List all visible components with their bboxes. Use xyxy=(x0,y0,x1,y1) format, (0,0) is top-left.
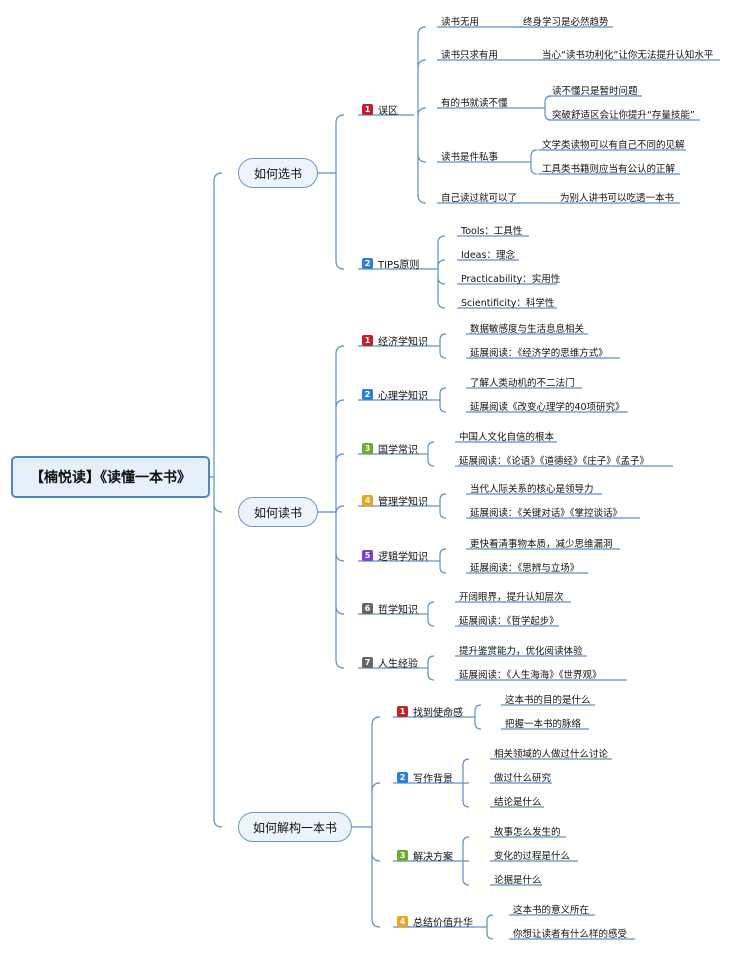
leaf-node[interactable]: Ideas：理念 xyxy=(461,250,515,261)
leaf-node[interactable]: 文学类读物可以有自己不同的见解 xyxy=(542,140,685,151)
leaf-node[interactable]: 开阔眼界，提升认知层次 xyxy=(459,592,564,603)
leaf-node[interactable]: 你想让读者有什么样的感受 xyxy=(513,929,628,940)
leaf-node[interactable]: 结论是什么 xyxy=(494,797,542,808)
subtopic-label: 逻辑学知识 xyxy=(378,551,428,563)
priority-4-icon: 4 xyxy=(362,494,373,506)
subtopic-label: 误区 xyxy=(378,105,398,117)
leaf-node[interactable]: 延展阅读：《论语》《道德经》《庄子》《孟子》 xyxy=(459,456,650,467)
subtopic-label: 解决方案 xyxy=(413,851,453,863)
leaf-node[interactable]: 延展阅读：《人生海海》《世界观》 xyxy=(459,670,602,681)
leaf-node[interactable]: 论据是什么 xyxy=(494,875,542,886)
branch-topic[interactable]: 如何读书 xyxy=(238,497,318,527)
group-node[interactable]: 读书是件私事 xyxy=(441,152,499,163)
subtopic-label: 国学常识 xyxy=(378,444,418,456)
subtopic-node[interactable]: 6 哲学知识 xyxy=(362,601,418,616)
subtopic-label: 找到使命感 xyxy=(413,707,463,719)
priority-3-icon: 3 xyxy=(362,442,373,454)
leaf-node[interactable]: 做过什么研究 xyxy=(494,773,552,784)
subtopic-label: TIPS原则 xyxy=(378,259,420,271)
leaf-node[interactable]: 提升鉴赏能力，优化阅读体验 xyxy=(459,646,583,657)
subtopic-node[interactable]: 4 管理学知识 xyxy=(362,493,428,508)
leaf-node[interactable]: 延展阅读：《经济学的思维方式》 xyxy=(470,348,608,359)
leaf-node[interactable]: 工具类书籍则应当有公认的正解 xyxy=(542,164,676,175)
group-node[interactable]: 自己读过就可以了 xyxy=(441,193,518,204)
leaf-node[interactable]: 了解人类动机的不二法门 xyxy=(470,378,575,389)
leaf-node[interactable]: Tools：工具性 xyxy=(461,226,523,237)
leaf-node[interactable]: 突破舒适区会让你提升“存量技能” xyxy=(552,110,695,121)
priority-1-icon: 1 xyxy=(397,705,408,717)
group-node[interactable]: 有的书就读不懂 xyxy=(441,98,508,109)
subtopic-node[interactable]: 3 国学常识 xyxy=(362,441,418,456)
subtopic-label: 心理学知识 xyxy=(378,390,428,402)
subtopic-node[interactable]: 2 TIPS原则 xyxy=(362,256,420,271)
leaf-node[interactable]: 延展阅读：《关键对话》《掌控谈话》 xyxy=(470,508,623,519)
leaf-node[interactable]: 延展阅读《改变心理学的40项研究》 xyxy=(470,402,625,413)
branch-topic[interactable]: 如何选书 xyxy=(238,158,318,188)
leaf-node[interactable]: 当心“读书功利化”让你无法提升认知水平 xyxy=(542,50,714,61)
subtopic-node[interactable]: 3 解决方案 xyxy=(397,848,453,863)
leaf-node[interactable]: Practicability：实用性 xyxy=(461,274,561,285)
priority-3-icon: 3 xyxy=(397,849,408,861)
subtopic-node[interactable]: 4 总结价值升华 xyxy=(397,914,473,929)
leaf-node[interactable]: 读不懂只是暂时问题 xyxy=(552,86,638,97)
subtopic-label: 哲学知识 xyxy=(378,604,418,616)
priority-2-icon: 2 xyxy=(362,388,373,400)
leaf-node[interactable]: 中国人文化自信的根本 xyxy=(459,432,555,443)
leaf-node[interactable]: 当代人际关系的核心是领导力 xyxy=(470,484,594,495)
subtopic-node[interactable]: 2 心理学知识 xyxy=(362,387,428,402)
leaf-node[interactable]: 这本书的目的是什么 xyxy=(505,695,591,706)
priority-6-icon: 6 xyxy=(362,602,373,614)
leaf-node[interactable]: 把握一本书的脉络 xyxy=(505,719,582,730)
priority-7-icon: 7 xyxy=(362,656,373,668)
group-node[interactable]: 读书只求有用 xyxy=(441,50,499,61)
priority-4-icon: 4 xyxy=(397,915,408,927)
leaf-node[interactable]: 更快看清事物本质，减少思维漏洞 xyxy=(470,539,613,550)
subtopic-node[interactable]: 1 找到使命感 xyxy=(397,704,463,719)
group-node[interactable]: 读书无用 xyxy=(441,17,480,28)
subtopic-label: 管理学知识 xyxy=(378,496,428,508)
leaf-node[interactable]: 终身学习是必然趋势 xyxy=(523,17,609,28)
subtopic-node[interactable]: 1 经济学知识 xyxy=(362,333,428,348)
subtopic-label: 总结价值升华 xyxy=(413,917,473,929)
leaf-node[interactable]: 数据敏感度与生活息息相关 xyxy=(470,324,585,335)
subtopic-node[interactable]: 7 人生经验 xyxy=(362,655,418,670)
root-topic[interactable]: 【楠悦读】《读懂一本书》 xyxy=(11,456,210,498)
branch-topic[interactable]: 如何解构一本书 xyxy=(238,812,352,842)
priority-5-icon: 5 xyxy=(362,549,373,561)
leaf-node[interactable]: 故事怎么发生的 xyxy=(494,827,561,838)
subtopic-label: 人生经验 xyxy=(378,658,418,670)
leaf-node[interactable]: 这本书的意义所在 xyxy=(513,905,590,916)
leaf-node[interactable]: 为别人讲书可以吃透一本书 xyxy=(560,193,675,204)
subtopic-label: 写作背景 xyxy=(413,773,453,785)
leaf-node[interactable]: 延展阅读：《思辨与立场》 xyxy=(470,563,580,574)
priority-1-icon: 1 xyxy=(362,103,373,115)
priority-1-icon: 1 xyxy=(362,334,373,346)
leaf-node[interactable]: 相关领域的人做过什么讨论 xyxy=(494,749,609,760)
leaf-node[interactable]: 变化的过程是什么 xyxy=(494,851,571,862)
priority-2-icon: 2 xyxy=(397,771,408,783)
subtopic-node[interactable]: 5 逻辑学知识 xyxy=(362,548,428,563)
subtopic-node[interactable]: 1 误区 xyxy=(362,102,398,117)
subtopic-node[interactable]: 2 写作背景 xyxy=(397,770,453,785)
priority-2-icon: 2 xyxy=(362,257,373,269)
subtopic-label: 经济学知识 xyxy=(378,336,428,348)
leaf-node[interactable]: 延展阅读：《哲学起步》 xyxy=(459,616,559,627)
leaf-node[interactable]: Scientificity：科学性 xyxy=(461,298,555,309)
